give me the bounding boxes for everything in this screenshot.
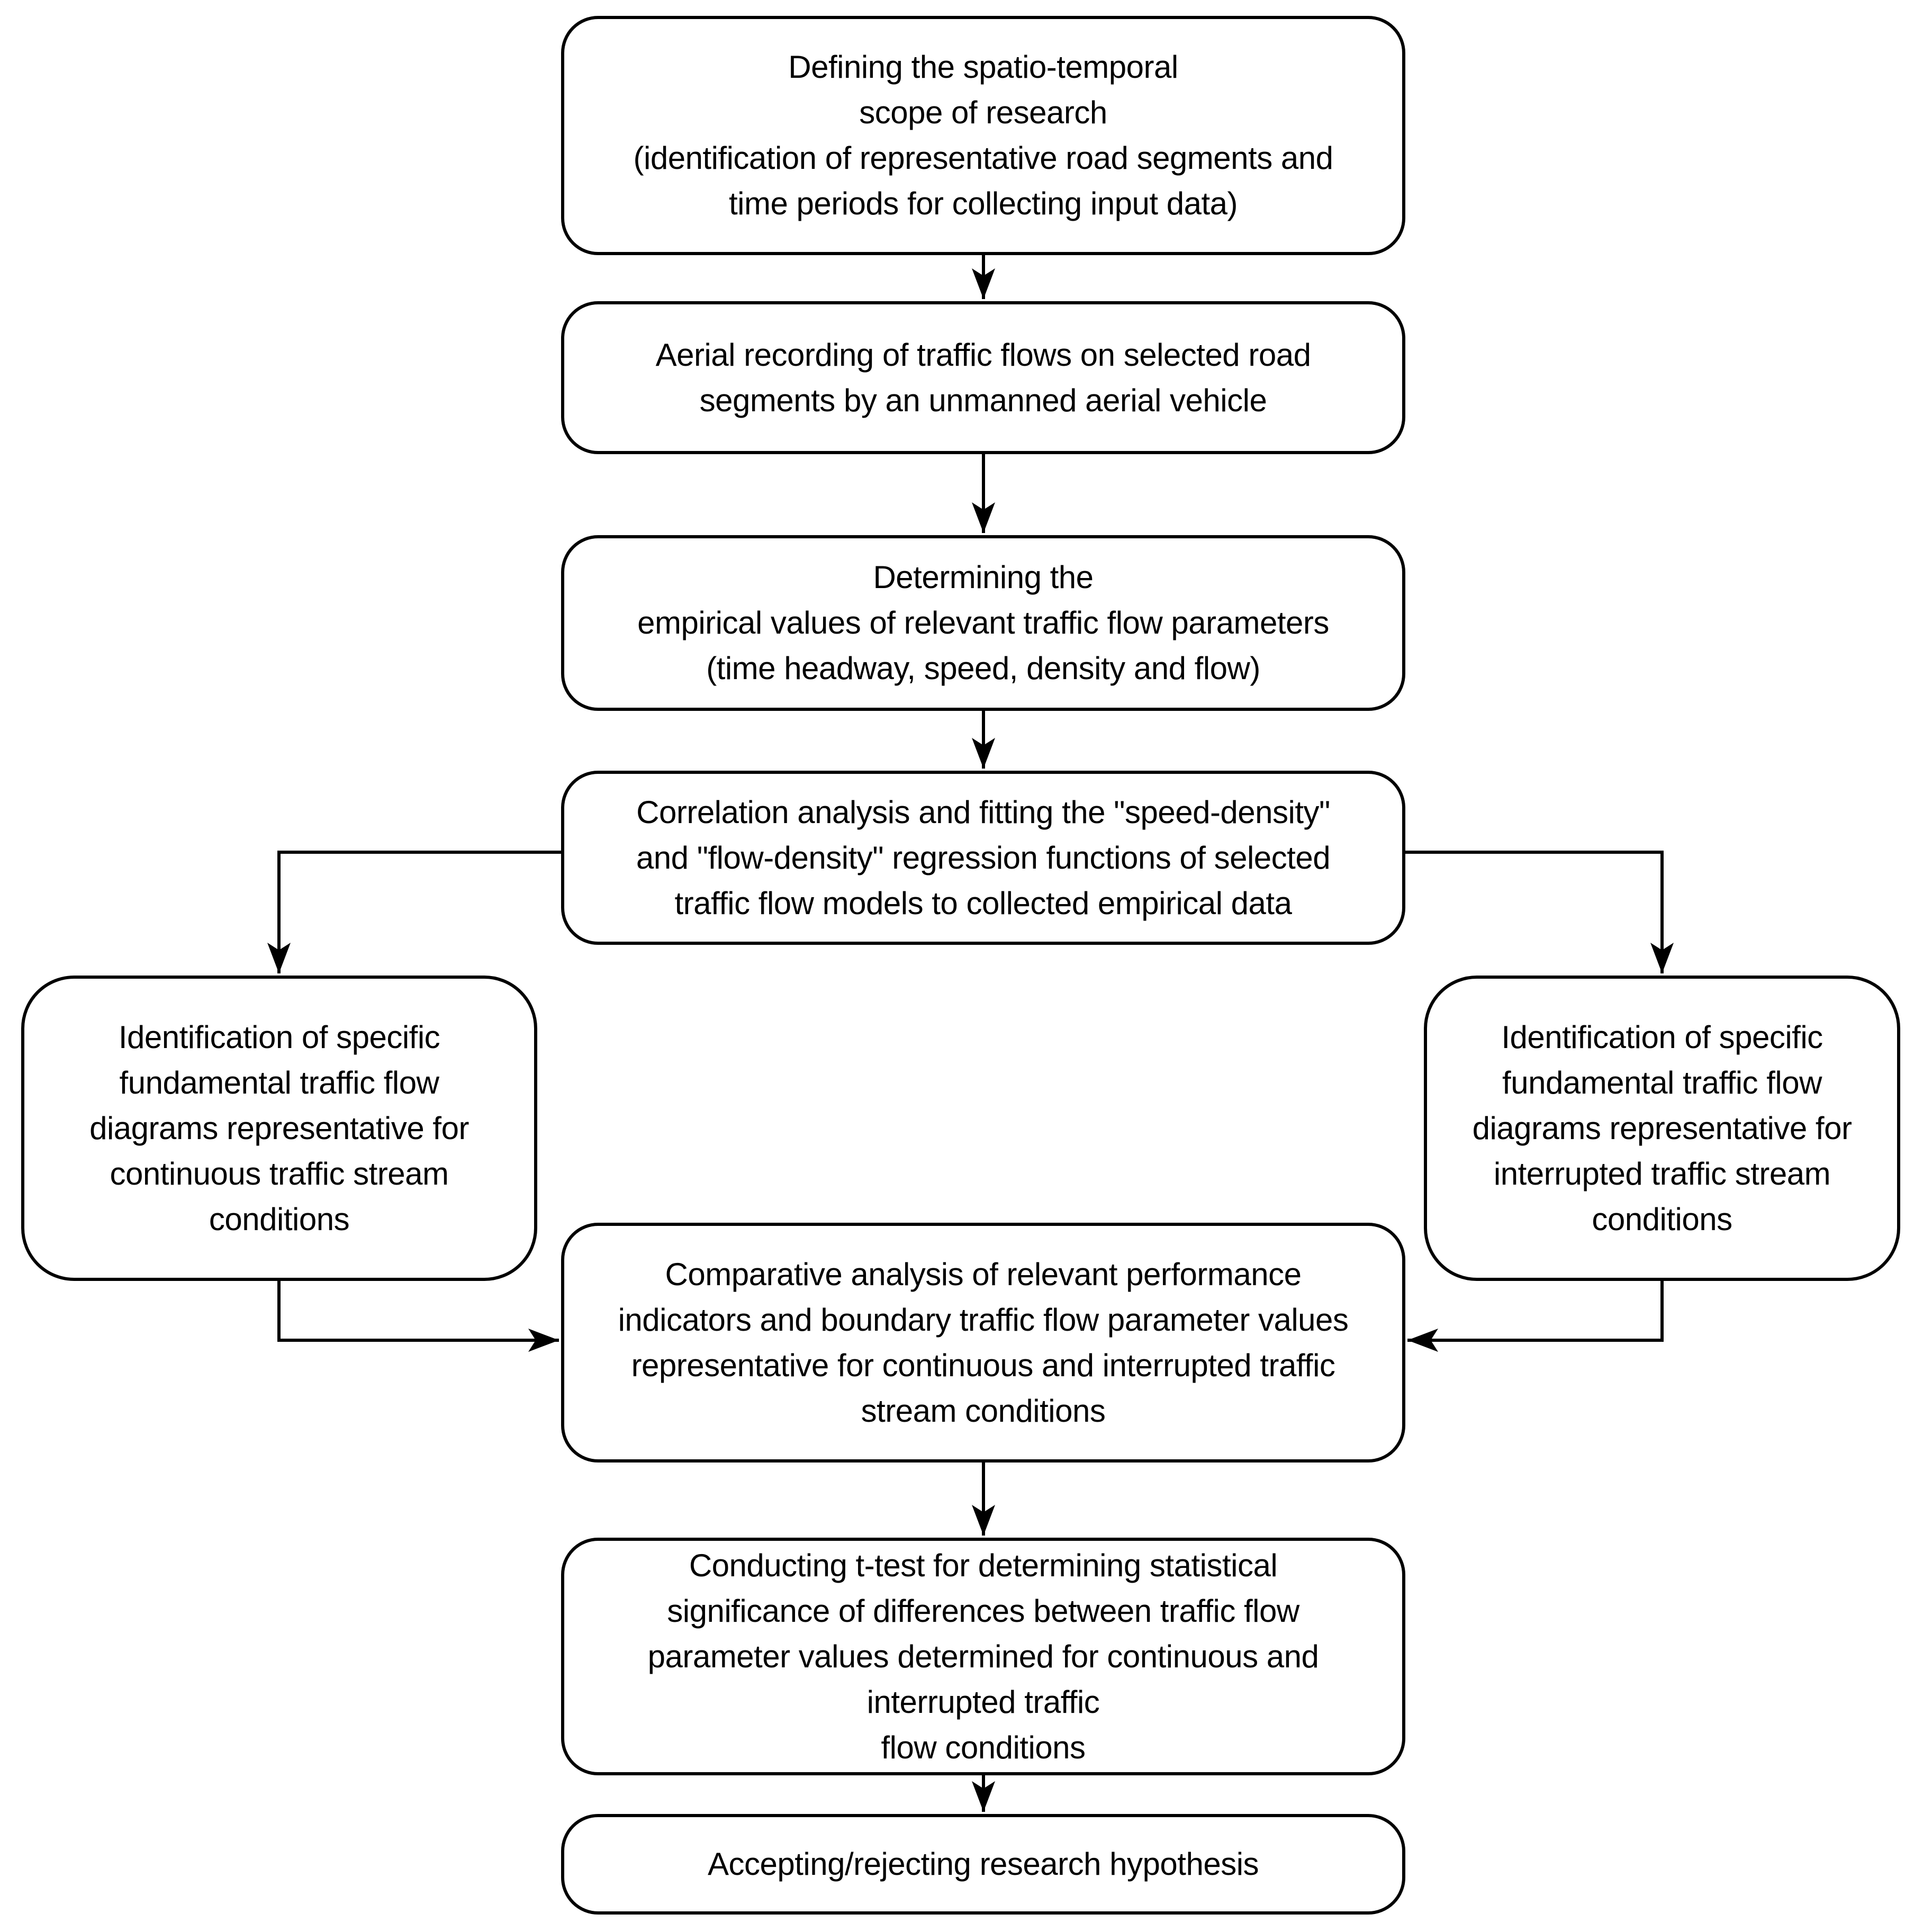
node-correlation-analysis-label: Correlation analysis and fitting the "sp… xyxy=(636,794,1331,921)
node-accept-reject-hypothesis-label: Accepting/rejecting research hypothesis xyxy=(707,1846,1259,1882)
edge-interrupted-to-comparative xyxy=(1407,1280,1664,1352)
node-scope-label: Defining the spatio-temporal scope of re… xyxy=(633,49,1333,221)
edge-correlation-to-continuous xyxy=(267,851,563,973)
edge-continuous-to-comparative xyxy=(277,1280,559,1352)
node-interrupted-diagrams-label: Identification of specific fundamental t… xyxy=(1472,1019,1852,1237)
node-correlation-analysis: Correlation analysis and fitting the "sp… xyxy=(561,771,1405,945)
node-comparative-analysis-label: Comparative analysis of relevant perform… xyxy=(618,1256,1349,1429)
node-accept-reject-hypothesis: Accepting/rejecting research hypothesis xyxy=(561,1814,1405,1915)
node-continuous-diagrams-label: Identification of specific fundamental t… xyxy=(89,1019,469,1237)
node-scope: Defining the spatio-temporal scope of re… xyxy=(561,16,1405,255)
node-comparative-analysis: Comparative analysis of relevant perform… xyxy=(561,1223,1405,1462)
node-interrupted-diagrams: Identification of specific fundamental t… xyxy=(1424,976,1900,1281)
node-empirical-parameters-label: Determining the empirical values of rele… xyxy=(637,559,1329,686)
node-aerial-recording-label: Aerial recording of traffic flows on sel… xyxy=(655,337,1311,418)
node-t-test: Conducting t-test for determining statis… xyxy=(561,1538,1405,1775)
node-continuous-diagrams: Identification of specific fundamental t… xyxy=(21,976,537,1281)
node-empirical-parameters: Determining the empirical values of rele… xyxy=(561,535,1405,711)
node-t-test-label: Conducting t-test for determining statis… xyxy=(647,1547,1319,1765)
edge-correlation-to-interrupted xyxy=(1404,851,1674,973)
node-aerial-recording: Aerial recording of traffic flows on sel… xyxy=(561,301,1405,454)
